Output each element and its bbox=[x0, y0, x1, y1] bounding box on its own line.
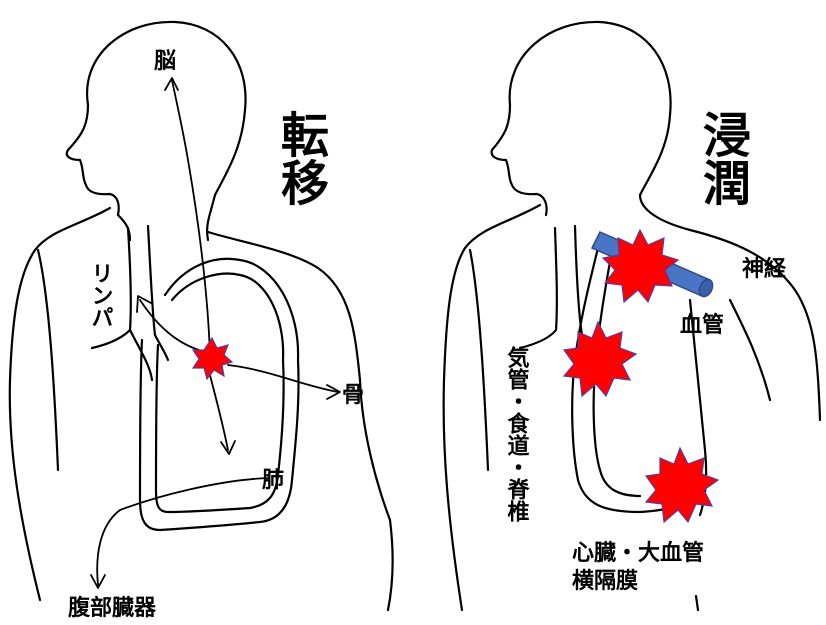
left-tumor bbox=[193, 338, 232, 379]
label-trachea-esophagus-spine: 気管・食道・脊椎 bbox=[504, 345, 531, 523]
invasion-figure: 神経 血管 気管・食道・脊椎 心臓・大血管 横隔膜 浸潤 bbox=[444, 22, 820, 610]
arrow-to-brain-head bbox=[165, 78, 178, 90]
label-heart-great-vessels: 心臓・大血管 bbox=[572, 540, 704, 566]
arrow-to-lung bbox=[210, 375, 228, 450]
label-nerve: 神経 bbox=[742, 256, 787, 282]
arrow-to-lymph-head bbox=[137, 296, 151, 312]
label-lymph: リンパ bbox=[88, 262, 113, 328]
metastasis-figure: 脳 リンパ 骨 肺 腹部臓器 転移 bbox=[10, 22, 393, 620]
tumor-at-trachea bbox=[564, 322, 636, 396]
label-brain: 脳 bbox=[154, 49, 176, 74]
metastasis-title: 転移 bbox=[272, 110, 329, 206]
left-arm-line bbox=[38, 250, 58, 470]
label-abdominal-organs: 腹部臓器 bbox=[68, 595, 157, 620]
arrow-to-abdomen bbox=[97, 478, 268, 585]
label-blood-vessel: 血管 bbox=[680, 312, 724, 338]
right-head-outline bbox=[492, 22, 671, 215]
label-lung: 肺 bbox=[262, 468, 284, 493]
left-neck bbox=[118, 195, 215, 240]
right-bottom-tick bbox=[696, 596, 698, 610]
arrow-to-lymph bbox=[140, 300, 205, 352]
left-torso-outline bbox=[10, 208, 393, 610]
label-diaphragm: 横隔膜 bbox=[572, 569, 638, 594]
arrow-to-brain bbox=[172, 80, 210, 355]
right-trachea bbox=[520, 226, 582, 348]
label-bone: 骨 bbox=[342, 383, 364, 408]
invasion-title: 浸潤 bbox=[694, 110, 751, 206]
